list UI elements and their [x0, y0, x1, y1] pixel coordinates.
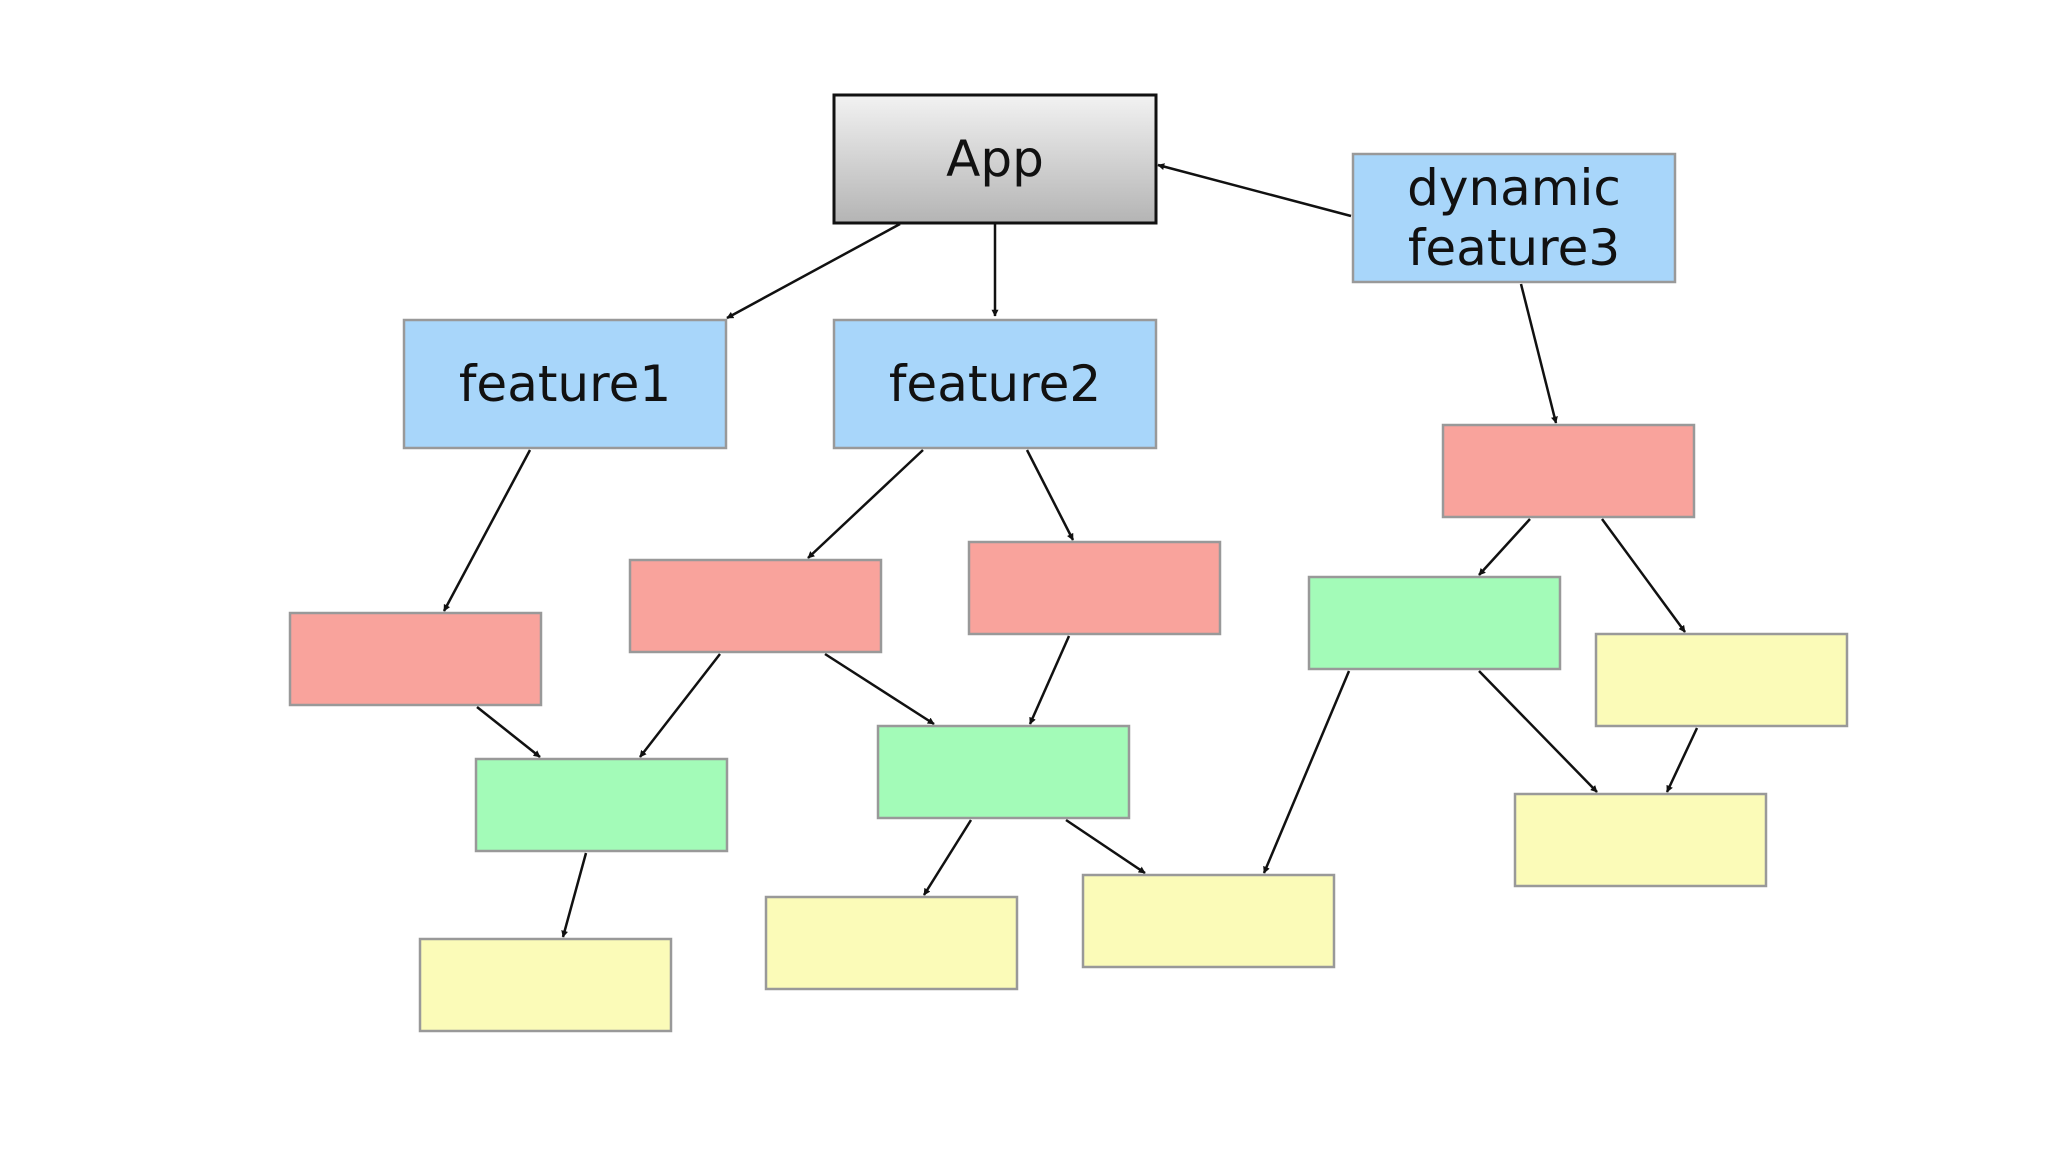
edge-green-2-to-yellow-3 — [1065, 818, 1146, 875]
edge-green-1-to-yellow-1 — [561, 852, 588, 938]
node-green-1 — [474, 757, 729, 853]
yellow-5-box — [1513, 792, 1768, 888]
dynamic-feature3-box — [1351, 152, 1677, 284]
feature2-label: feature2 — [889, 355, 1101, 413]
node-yellow-3 — [1081, 873, 1336, 969]
edge-yellow-4-to-yellow-5 — [1665, 727, 1699, 793]
red-2-box — [628, 558, 883, 654]
edge-red-2-to-green-1 — [639, 653, 721, 758]
edges-layer — [442, 163, 1699, 938]
red-4-box — [1441, 423, 1696, 519]
app-label: App — [946, 130, 1044, 188]
yellow-3-box — [1081, 873, 1336, 969]
dynamic-feature3-label-line-1: dynamic — [1407, 159, 1621, 217]
edge-green-2-to-yellow-2 — [922, 819, 973, 896]
red-1-box — [288, 611, 543, 707]
green-1-box — [474, 757, 729, 853]
feature1-box — [402, 318, 728, 450]
edge-red-4-to-green-3 — [1478, 518, 1531, 576]
node-yellow-2 — [764, 895, 1019, 991]
green-2-box — [876, 724, 1131, 820]
yellow-2-box — [764, 895, 1019, 991]
yellow-1-box — [418, 937, 673, 1033]
node-red-4 — [1441, 423, 1696, 519]
dynamic-feature3-label-line-2: feature3 — [1408, 219, 1620, 277]
node-green-3 — [1307, 575, 1562, 671]
edge-red-4-to-yellow-4 — [1600, 518, 1687, 633]
node-feature2: feature2 — [832, 318, 1158, 450]
edge-dynamic-feature3-to-app — [1157, 163, 1352, 218]
edge-feature2-to-red-2 — [807, 449, 924, 559]
app-box — [832, 93, 1158, 225]
edge-feature2-to-red-3 — [1025, 449, 1075, 541]
edge-red-3-to-green-2 — [1028, 635, 1071, 725]
edge-app-to-feature1 — [726, 222, 901, 320]
edge-green-3-to-yellow-5 — [1478, 670, 1598, 793]
edge-red-2-to-green-2 — [824, 652, 935, 726]
red-3-box — [967, 540, 1222, 636]
edge-feature1-to-red-1 — [442, 449, 532, 612]
node-red-2 — [628, 558, 883, 654]
node-yellow-4 — [1594, 632, 1849, 728]
node-red-3 — [967, 540, 1222, 636]
feature2-box — [832, 318, 1158, 450]
node-green-2 — [876, 724, 1131, 820]
node-yellow-5 — [1513, 792, 1768, 888]
edge-dynamic-feature3-to-red-4 — [1519, 283, 1558, 424]
green-3-box — [1307, 575, 1562, 671]
edge-red-1-to-green-1 — [476, 706, 541, 758]
edge-green-3-to-yellow-3 — [1262, 670, 1351, 874]
feature1-label: feature1 — [459, 355, 671, 413]
node-feature1: feature1 — [402, 318, 728, 450]
node-app: App — [832, 93, 1158, 225]
yellow-4-box — [1594, 632, 1849, 728]
node-yellow-1 — [418, 937, 673, 1033]
node-red-1 — [288, 611, 543, 707]
